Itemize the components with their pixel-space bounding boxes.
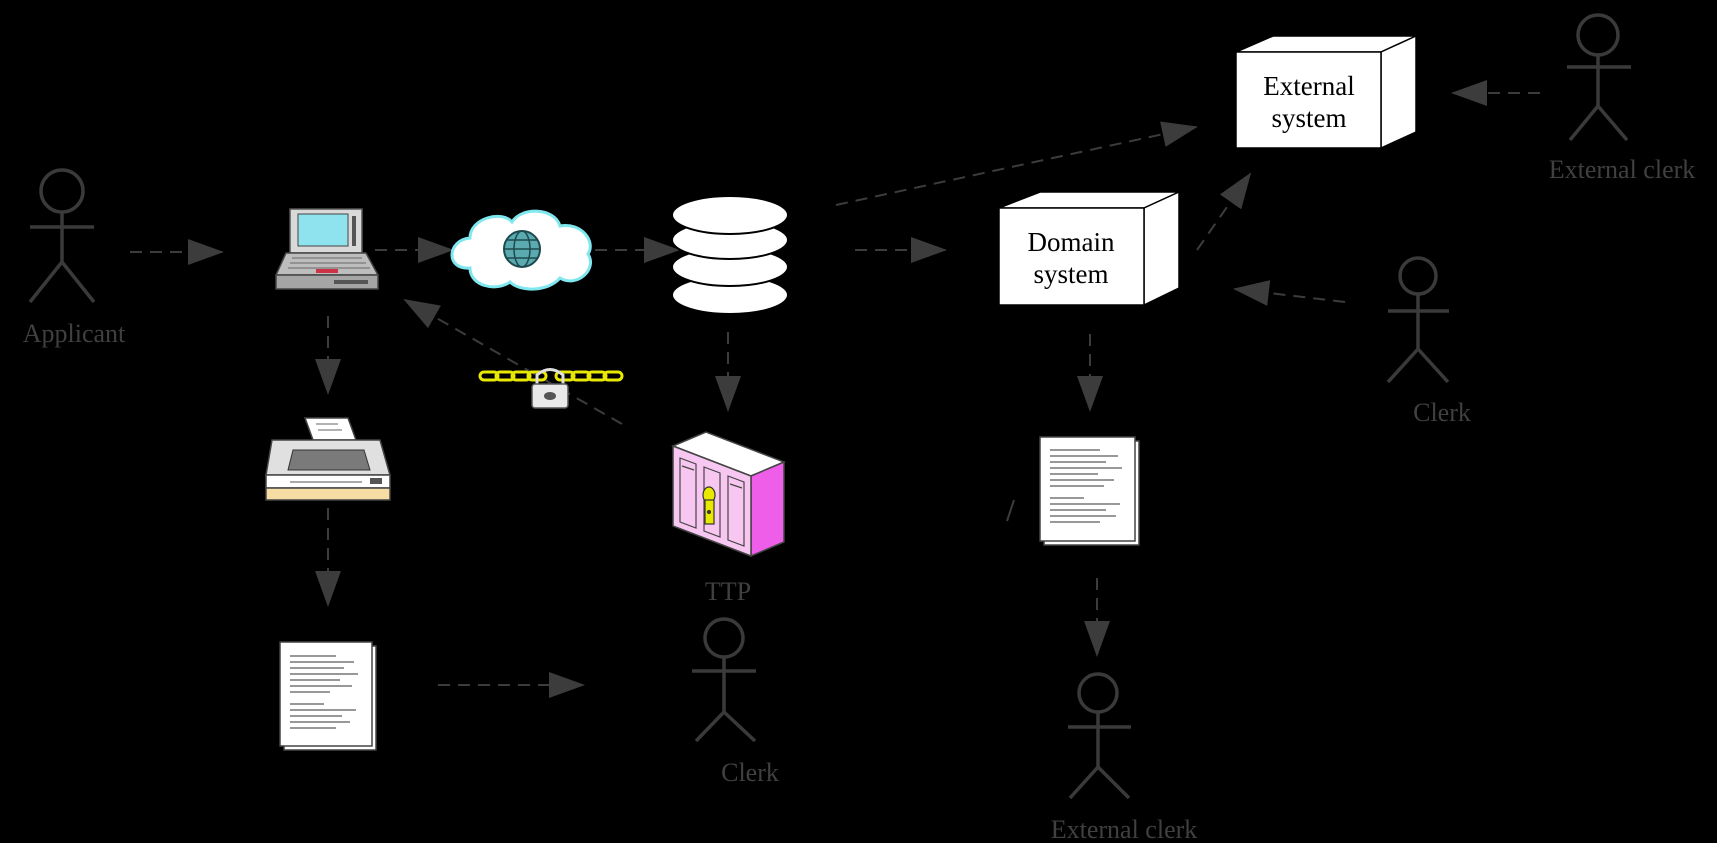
actor-applicant xyxy=(28,168,96,304)
actor-clerk-middle xyxy=(692,617,757,743)
external-clerk-top-label: External clerk xyxy=(1549,155,1696,184)
actor-external-clerk-bottom xyxy=(1068,672,1131,800)
laptop-icon xyxy=(274,208,380,290)
globe-icon xyxy=(503,230,541,268)
actor-clerk-right xyxy=(1386,256,1450,384)
external-system-label-line2: system xyxy=(1271,103,1346,133)
domain-document-icon xyxy=(1039,436,1140,546)
chain-lock-icon xyxy=(478,368,624,409)
database-icon xyxy=(671,195,789,315)
clerk-right-label: Clerk xyxy=(1413,398,1471,427)
external-clerk-bottom-label: External clerk xyxy=(1051,815,1198,843)
domain-system-label-line1: Domain xyxy=(1028,227,1115,257)
external-system-label-line1: External xyxy=(1263,71,1354,101)
applicant-label: Applicant xyxy=(23,319,126,348)
domain-system-label-line2: system xyxy=(1033,259,1108,289)
arrow-domain-to-external-system xyxy=(1196,172,1252,251)
actor-external-clerk-top xyxy=(1567,13,1631,142)
printer-icon xyxy=(265,417,391,501)
arrow-ttp-to-laptop xyxy=(403,299,623,425)
domain-system-box xyxy=(998,190,1180,307)
arrow-clerk-to-domain-system xyxy=(1233,280,1346,306)
arrow-database-to-external-system xyxy=(835,121,1198,206)
ttp-label: TTP xyxy=(705,577,751,606)
connectors xyxy=(130,80,1540,698)
clerk-middle-label: Clerk xyxy=(721,758,779,787)
connector-stub xyxy=(1006,499,1015,522)
internet-cloud-icon xyxy=(450,209,592,291)
document-icon xyxy=(279,641,377,751)
secure-server-icon xyxy=(670,431,787,558)
external-system-box xyxy=(1235,34,1417,150)
